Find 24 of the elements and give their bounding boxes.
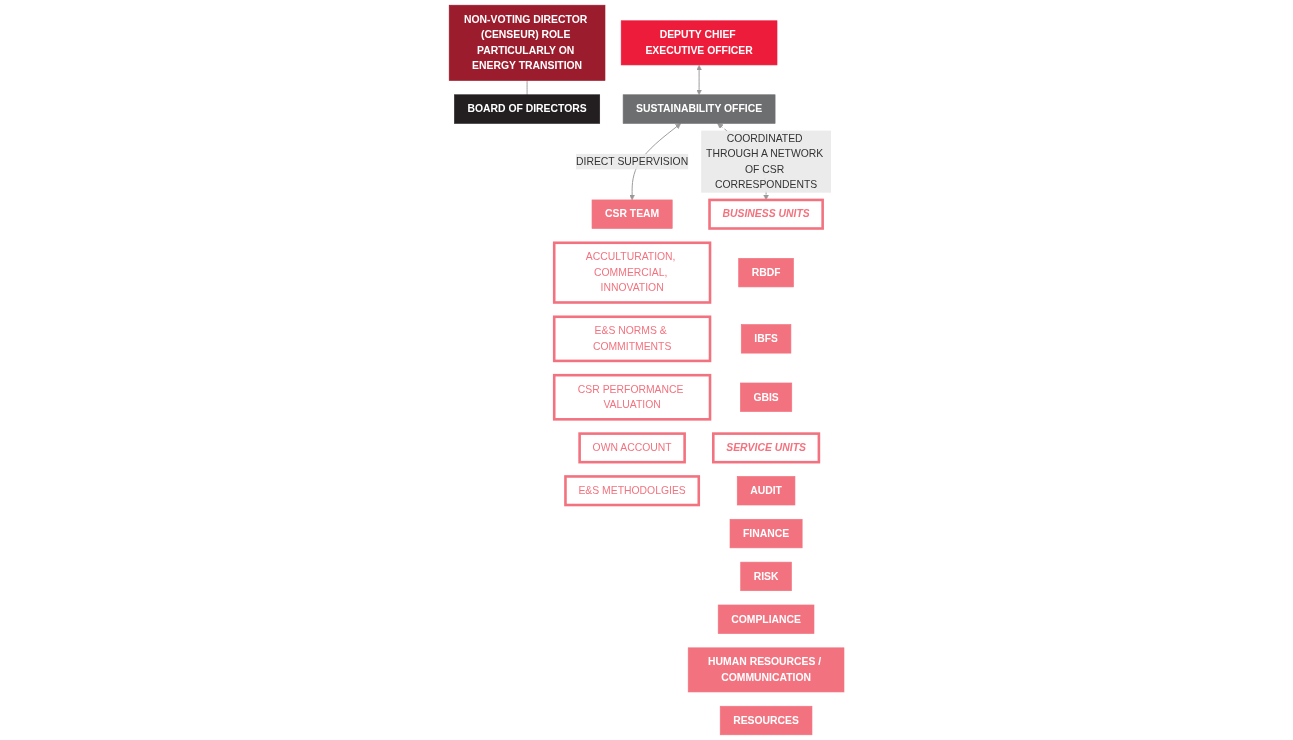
node-box: OWN ACCOUNT (578, 432, 686, 464)
node-box: CSR PERFORMANCE VALUATION (552, 373, 712, 421)
node-box: NON-VOTING DIRECTOR (CENSEUR) ROLE PARTICULARLY ON ENERGY TRANSITION (448, 4, 606, 81)
node-box: DEPUTY CHIEF EXECUTIVE OFFICER (620, 20, 778, 66)
node-box: BOARD OF DIRECTORS (454, 94, 600, 124)
node-box: COMPLIANCE (717, 604, 815, 634)
node-box: AUDIT (736, 476, 796, 506)
node-box: IBFS (740, 324, 792, 354)
node-box: GBIS (740, 382, 792, 412)
node-box: RISK (740, 561, 792, 592)
node-box: FINANCE (729, 518, 803, 549)
edge-label: DIRECT SUPERVISION (575, 155, 689, 167)
node-box: E&S NORMS & COMMITMENTS (552, 315, 712, 363)
node-box: RBDF (738, 258, 794, 288)
node-box: E&S METHODOLGIES (564, 475, 700, 507)
connector (526, 80, 528, 96)
node-box: ACCULTURATION, COMMERCIAL, INNOVATION (552, 241, 712, 304)
node-box: BUSINESS UNITS (708, 198, 824, 230)
node-box: RESOURCES (719, 705, 813, 736)
edge-label: COORDINATED THROUGH A NETWORK OF CSR CORRESPONDENTS (705, 132, 824, 191)
node-box: CSR TEAM (591, 199, 673, 229)
node-box: SERVICE UNITS (711, 432, 821, 464)
node-box: SUSTAINABILITY OFFICE (622, 94, 776, 124)
node-box: HUMAN RESOURCES / COMMUNICATION (687, 647, 845, 693)
